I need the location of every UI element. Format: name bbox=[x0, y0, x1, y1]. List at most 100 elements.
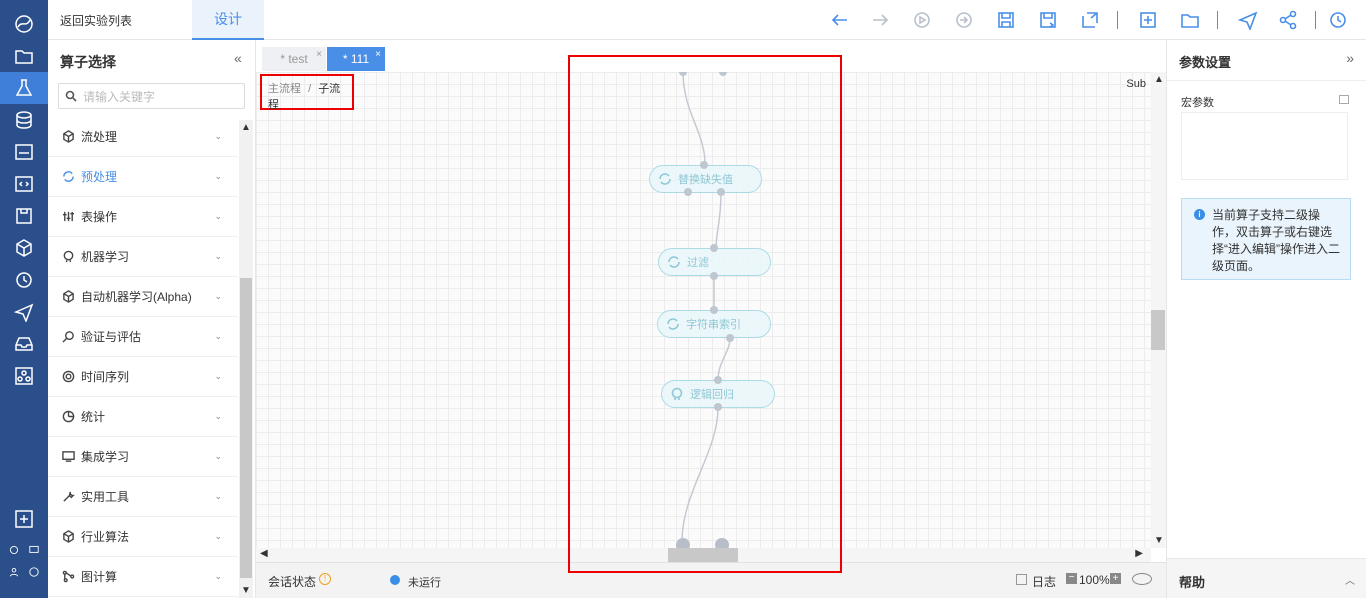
chevron-up-icon[interactable]: ︿ bbox=[1345, 576, 1355, 587]
port[interactable] bbox=[719, 72, 727, 76]
tab-111[interactable]: * 111× bbox=[327, 47, 385, 71]
left-scrollbar[interactable]: ▲ ▼ bbox=[239, 120, 253, 598]
scroll-down-icon[interactable]: ▼ bbox=[1154, 535, 1164, 546]
category-item[interactable]: 机器学习⌄ bbox=[48, 237, 238, 277]
chevron-down-icon[interactable]: ⌄ bbox=[214, 371, 222, 381]
scroll-thumb[interactable] bbox=[240, 278, 252, 578]
new-icon[interactable] bbox=[1138, 10, 1158, 30]
code-icon[interactable] bbox=[0, 168, 48, 200]
chevron-down-icon[interactable]: ⌄ bbox=[214, 131, 222, 141]
scroll-thumb[interactable] bbox=[668, 548, 738, 562]
port[interactable] bbox=[710, 272, 718, 280]
output-port[interactable] bbox=[676, 538, 690, 548]
chevron-down-icon[interactable]: ⌄ bbox=[214, 411, 222, 421]
chevron-down-icon[interactable]: ⌄ bbox=[214, 291, 222, 301]
category-item[interactable]: 行业算法⌄ bbox=[48, 517, 238, 557]
node-string-indexer[interactable]: 字符串索引 bbox=[657, 310, 771, 338]
eye-icon[interactable] bbox=[1132, 573, 1152, 585]
category-item[interactable]: 实用工具⌄ bbox=[48, 477, 238, 517]
scroll-thumb[interactable] bbox=[1151, 310, 1165, 350]
cluster-icon[interactable] bbox=[0, 360, 48, 392]
node-replace-missing[interactable]: 替换缺失值 bbox=[649, 165, 762, 193]
category-item[interactable]: 时间序列⌄ bbox=[48, 357, 238, 397]
category-item[interactable]: 验证与评估⌄ bbox=[48, 317, 238, 357]
redo-icon[interactable] bbox=[870, 10, 890, 30]
port[interactable] bbox=[717, 188, 725, 196]
back-to-list-link[interactable]: 返回实验列表 bbox=[60, 14, 133, 28]
chevron-down-icon[interactable]: ⌄ bbox=[214, 571, 222, 581]
category-item[interactable]: 统计⌄ bbox=[48, 397, 238, 437]
scroll-left-icon[interactable]: ◀ bbox=[260, 548, 268, 559]
port[interactable] bbox=[679, 72, 687, 76]
category-item[interactable]: 集成学习⌄ bbox=[48, 437, 238, 477]
chevron-down-icon[interactable]: ⌄ bbox=[214, 171, 222, 181]
scroll-right-icon[interactable]: ▶ bbox=[1135, 548, 1143, 559]
help-section[interactable]: 帮助 ︿ bbox=[1167, 558, 1366, 598]
share-icon[interactable] bbox=[1278, 10, 1298, 30]
canvas-horizontal-scrollbar[interactable]: ◀ ▶ bbox=[256, 548, 1151, 562]
run-next-icon[interactable] bbox=[954, 10, 974, 30]
save-as-icon[interactable] bbox=[1038, 10, 1058, 30]
port[interactable] bbox=[714, 376, 722, 384]
clock-icon[interactable] bbox=[1328, 10, 1348, 30]
category-item[interactable]: 表操作⌄ bbox=[48, 197, 238, 237]
chevron-down-icon[interactable]: ⌄ bbox=[214, 251, 222, 261]
port[interactable] bbox=[710, 244, 718, 252]
breadcrumb-root[interactable]: 主流程 bbox=[268, 83, 301, 95]
flask-icon[interactable] bbox=[0, 72, 48, 104]
collapse-right-button[interactable]: » bbox=[1346, 50, 1354, 66]
scroll-up-icon[interactable]: ▲ bbox=[241, 122, 251, 133]
warning-icon[interactable]: ! bbox=[319, 573, 331, 585]
add-icon[interactable] bbox=[0, 503, 48, 535]
workflow-canvas[interactable]: 主流程 / 子流程 Sub 替换缺失值 过滤 字符串索引 逻辑回归 bbox=[256, 72, 1154, 548]
port[interactable] bbox=[710, 306, 718, 314]
open-folder-icon[interactable] bbox=[1180, 10, 1200, 30]
settings-small-icon[interactable] bbox=[4, 540, 24, 560]
scroll-down-icon[interactable]: ▼ bbox=[241, 585, 251, 596]
chevron-down-icon[interactable]: ⌄ bbox=[214, 491, 222, 501]
save-icon[interactable] bbox=[996, 10, 1016, 30]
macro-params-box[interactable] bbox=[1181, 112, 1348, 180]
search-input[interactable]: 请输入关键字 bbox=[58, 83, 245, 109]
log-icon[interactable] bbox=[1016, 574, 1027, 585]
undo-icon[interactable] bbox=[830, 10, 850, 30]
chevron-down-icon[interactable]: ⌄ bbox=[214, 531, 222, 541]
tab-test[interactable]: * test× bbox=[262, 47, 326, 71]
port[interactable] bbox=[726, 334, 734, 342]
chevron-down-icon[interactable]: ⌄ bbox=[214, 451, 222, 461]
zoom-in-icon[interactable]: + bbox=[1110, 573, 1121, 584]
log-button[interactable]: 日志 bbox=[1032, 575, 1057, 589]
run-icon[interactable] bbox=[912, 10, 932, 30]
user-small-icon[interactable] bbox=[4, 562, 24, 582]
output-port[interactable] bbox=[715, 538, 729, 548]
sql-icon[interactable] bbox=[0, 136, 48, 168]
chevron-down-icon[interactable]: ⌄ bbox=[214, 331, 222, 341]
scroll-up-icon[interactable]: ▲ bbox=[1154, 74, 1164, 85]
close-icon[interactable]: × bbox=[375, 49, 381, 60]
canvas-vertical-scrollbar[interactable]: ▲ ▼ bbox=[1151, 72, 1166, 548]
category-item[interactable]: 流处理⌄ bbox=[48, 117, 238, 157]
category-item[interactable]: 自动机器学习(Alpha)⌄ bbox=[48, 277, 238, 317]
copy-icon[interactable] bbox=[1339, 95, 1349, 104]
cube-icon[interactable] bbox=[0, 232, 48, 264]
database-icon[interactable] bbox=[0, 104, 48, 136]
tab-design[interactable]: 设计 bbox=[192, 0, 264, 40]
close-icon[interactable]: × bbox=[316, 49, 322, 60]
category-item[interactable]: 预处理⌄ bbox=[48, 157, 238, 197]
send-icon[interactable] bbox=[0, 296, 48, 328]
zoom-out-icon[interactable]: − bbox=[1066, 573, 1077, 584]
port[interactable] bbox=[684, 188, 692, 196]
history-icon[interactable] bbox=[0, 264, 48, 296]
save-code-icon[interactable] bbox=[0, 200, 48, 232]
category-item[interactable]: 图计算⌄ bbox=[48, 557, 238, 597]
publish-icon[interactable] bbox=[1237, 10, 1258, 32]
collapse-left-button[interactable]: « bbox=[234, 50, 242, 66]
export-icon[interactable] bbox=[1080, 10, 1100, 30]
folder-graph-icon[interactable] bbox=[0, 40, 48, 72]
inbox-icon[interactable] bbox=[0, 328, 48, 360]
port[interactable] bbox=[700, 161, 708, 169]
port[interactable] bbox=[714, 403, 722, 411]
help-small-icon[interactable] bbox=[24, 562, 44, 582]
chevron-down-icon[interactable]: ⌄ bbox=[214, 211, 222, 221]
monitor-small-icon[interactable] bbox=[24, 540, 44, 560]
